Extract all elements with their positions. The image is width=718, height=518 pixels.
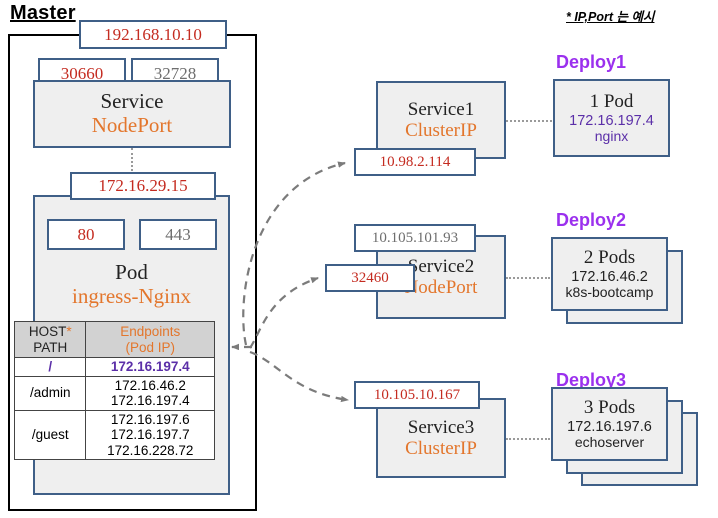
header-path-text: PATH: [33, 339, 68, 355]
service2-nodeport-badge: 32460: [325, 264, 415, 292]
ingress-routing-table: HOST* PATH Endpoints (Pod IP) / 172.16.19…: [13, 320, 215, 461]
header-endpoints: Endpoints (Pod IP): [85, 320, 215, 359]
table-row: / 172.16.197.4: [13, 357, 215, 377]
service3-clusterip-value: 10.105.10.167: [373, 386, 461, 403]
endpoint-ip: 172.16.197.7: [110, 427, 190, 443]
ingress-pod-name: ingress-Nginx: [72, 284, 191, 308]
header-host-path: HOST* PATH: [13, 320, 87, 359]
header-host-asterisk: *: [66, 324, 72, 339]
nodeport-http-value: 30660: [60, 63, 104, 83]
deploy1-pod-ip: 172.16.197.4: [569, 112, 654, 129]
master-node-ip-value: 192.168.10.10: [104, 24, 202, 44]
pod-port-http-value: 80: [77, 224, 95, 244]
ingress-service-title: Service: [100, 89, 164, 114]
pod-port-http-badge: 80: [47, 219, 125, 250]
deploy2-pod-ip: 172.16.46.2: [571, 268, 648, 285]
endpoint-ip: 172.16.197.6: [110, 411, 190, 427]
deploy3-pod-image: echoserver: [574, 433, 645, 450]
endpoint-ip: 172.16.228.72: [107, 442, 194, 458]
endpoint-ip: 172.16.197.4: [110, 359, 190, 375]
deploy3-pod-count: 3 Pods: [583, 397, 636, 419]
service2-title: Service2: [407, 255, 475, 277]
deploy3-pod-ip: 172.16.197.6: [567, 418, 652, 435]
service1-clusterip-badge: 10.98.2.114: [354, 148, 476, 176]
service3-type: ClusterIP: [405, 438, 477, 459]
ingress-pod-title: Pod: [115, 260, 148, 285]
deploy1-pod-image: nginx: [594, 127, 629, 144]
route-path-cell: /admin: [13, 375, 87, 411]
ingress-service-type: NodePort: [91, 113, 173, 137]
nodeport-https-value: 32728: [153, 63, 197, 83]
service2-clusterip-value: 10.105.101.93: [371, 229, 459, 246]
deploy3-label: Deploy3: [556, 370, 627, 390]
header-endpoints-text: Endpoints: [120, 324, 181, 339]
pod-port-https-badge: 443: [139, 219, 217, 250]
service1-type: ClusterIP: [405, 120, 477, 141]
pod-port-https-value: 443: [165, 224, 191, 244]
deploy1-label: Deploy1: [556, 52, 627, 72]
service3-box: Service3 ClusterIP: [376, 398, 506, 478]
service3-to-deploy3-connector: [506, 438, 550, 440]
endpoint-ip: 172.16.197.4: [110, 393, 190, 409]
service3-clusterip-badge: 10.105.10.167: [354, 381, 480, 409]
ingress-service-box: Service NodePort: [33, 80, 231, 148]
endpoint-ip: 172.16.46.2: [114, 377, 186, 393]
deploy2-pod-image: k8s-bootcamp: [565, 283, 654, 300]
ingress-pod-ip-value: 172.16.29.15: [98, 176, 188, 196]
deploy2-label: Deploy2: [556, 210, 627, 230]
example-note-label: * IP,Port 는 예시: [566, 10, 655, 24]
table-header-row: HOST* PATH Endpoints (Pod IP): [13, 320, 215, 359]
service-to-pod-connector: [131, 148, 133, 175]
deploy1-pod-count: 1 Pod: [589, 91, 634, 113]
service2-nodeport-value: 32460: [351, 269, 389, 286]
service2-type: NodePort: [404, 277, 478, 298]
deploy1-pod-box: 1 Pod 172.16.197.4 nginx: [553, 79, 670, 157]
header-host-text: HOST: [28, 324, 67, 339]
ingress-pod-title-group: Pod ingress-Nginx: [33, 257, 230, 313]
master-label: Master: [10, 2, 76, 24]
service1-title: Service1: [407, 98, 475, 120]
deploy3-pod-box: 3 Pods 172.16.197.6 echoserver: [551, 387, 668, 461]
service2-to-deploy2-connector: [506, 277, 550, 279]
header-endpoints-sub: (Pod IP): [125, 339, 175, 355]
ingress-pod-ip-badge: 172.16.29.15: [70, 172, 216, 200]
deploy2-pod-box: 2 Pods 172.16.46.2 k8s-bootcamp: [551, 237, 668, 311]
service1-to-deploy1-connector: [506, 120, 552, 122]
master-node-ip-badge: 192.168.10.10: [79, 20, 227, 49]
service3-title: Service3: [407, 416, 475, 438]
service2-clusterip-badge: 10.105.101.93: [354, 224, 476, 252]
route-path-cell: /guest: [13, 409, 87, 461]
route-path-cell: /: [13, 357, 87, 377]
route-endpoints-cell: 172.16.197.4: [85, 357, 215, 377]
service1-clusterip-value: 10.98.2.114: [379, 153, 451, 170]
deploy2-pod-count: 2 Pods: [583, 247, 636, 269]
